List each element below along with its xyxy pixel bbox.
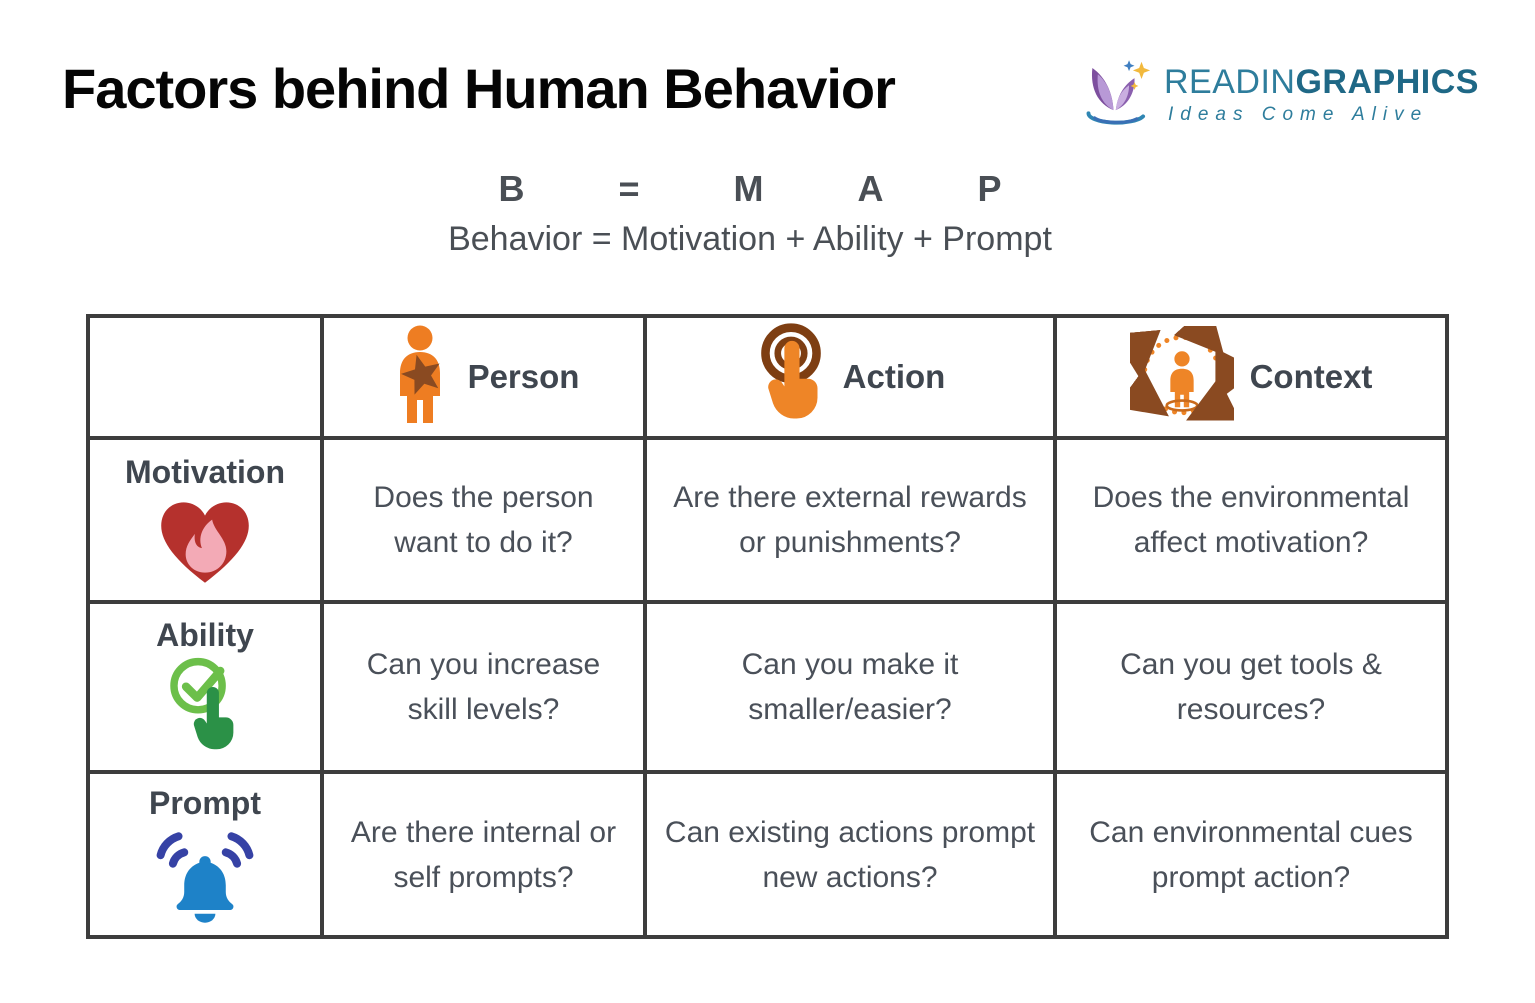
cell-ability-context: Can you get tools & resources? bbox=[1057, 604, 1445, 770]
brand-bold: GRAPHICS bbox=[1295, 62, 1479, 101]
bmap-formula: B = M A P Behavior = Motivation + Abilit… bbox=[0, 168, 1500, 259]
formula-letters: B = M A P bbox=[0, 168, 1500, 210]
column-header-label: Person bbox=[467, 358, 580, 395]
row-header-ability: Ability bbox=[90, 604, 320, 770]
formula-letter-m: M bbox=[733, 168, 764, 209]
cell-motivation-context: Does the environmental affect motivation… bbox=[1057, 440, 1445, 600]
row-header-prompt: Prompt bbox=[90, 774, 320, 935]
brand-regular: READIN bbox=[1164, 62, 1296, 101]
corner-cell bbox=[90, 318, 320, 436]
check-hand-icon bbox=[161, 655, 249, 764]
column-header-person: Person bbox=[324, 318, 643, 436]
formula-equals: = bbox=[618, 168, 640, 209]
row-header-label: Motivation bbox=[125, 453, 285, 490]
column-header-label: Action bbox=[842, 358, 946, 395]
cell-prompt-context: Can environmental cues prompt action? bbox=[1057, 774, 1445, 935]
heart-flame-icon bbox=[149, 492, 261, 593]
page-title: Factors behind Human Behavior bbox=[62, 57, 896, 120]
column-header-label: Context bbox=[1249, 358, 1373, 395]
column-header-context: Context bbox=[1057, 302, 1445, 436]
cell-prompt-action: Can existing actions prompt new actions? bbox=[647, 774, 1053, 935]
cell-ability-person: Can you increase skill levels? bbox=[324, 604, 643, 770]
brand-tagline: Ideas Come Alive bbox=[1168, 104, 1429, 126]
person-star-icon bbox=[388, 325, 452, 430]
cell-ability-action: Can you make it smaller/easier? bbox=[647, 604, 1053, 770]
formula-letter-p: P bbox=[977, 168, 1002, 209]
formula-letter-b: B bbox=[498, 168, 525, 209]
row-header-label: Prompt bbox=[149, 785, 261, 822]
formula-letter-a: A bbox=[857, 168, 884, 209]
row-header-motivation: Motivation bbox=[90, 440, 320, 600]
cell-motivation-person: Does the person want to do it? bbox=[324, 440, 643, 600]
column-header-action: Action bbox=[647, 318, 1053, 436]
cell-prompt-person: Are there internal or self prompts? bbox=[324, 774, 643, 935]
person-environment-icon bbox=[1112, 302, 1259, 429]
bmap-table: Person Action bbox=[86, 302, 1449, 939]
logo-text: READINGRAPHICS Ideas Come Alive bbox=[1164, 62, 1479, 127]
bell-alert-icon bbox=[146, 824, 264, 931]
tap-target-icon bbox=[755, 322, 827, 433]
book-sparkle-logo-icon bbox=[1076, 50, 1154, 141]
formula-expansion: Behavior = Motivation + Ability + Prompt bbox=[448, 220, 1052, 258]
brand-name: READINGRAPHICS bbox=[1164, 62, 1479, 101]
cell-motivation-action: Are there external rewards or punishment… bbox=[647, 440, 1053, 600]
row-header-label: Ability bbox=[156, 616, 254, 653]
readinggraphics-logo: READINGRAPHICS Ideas Come Alive bbox=[1076, 50, 1479, 141]
